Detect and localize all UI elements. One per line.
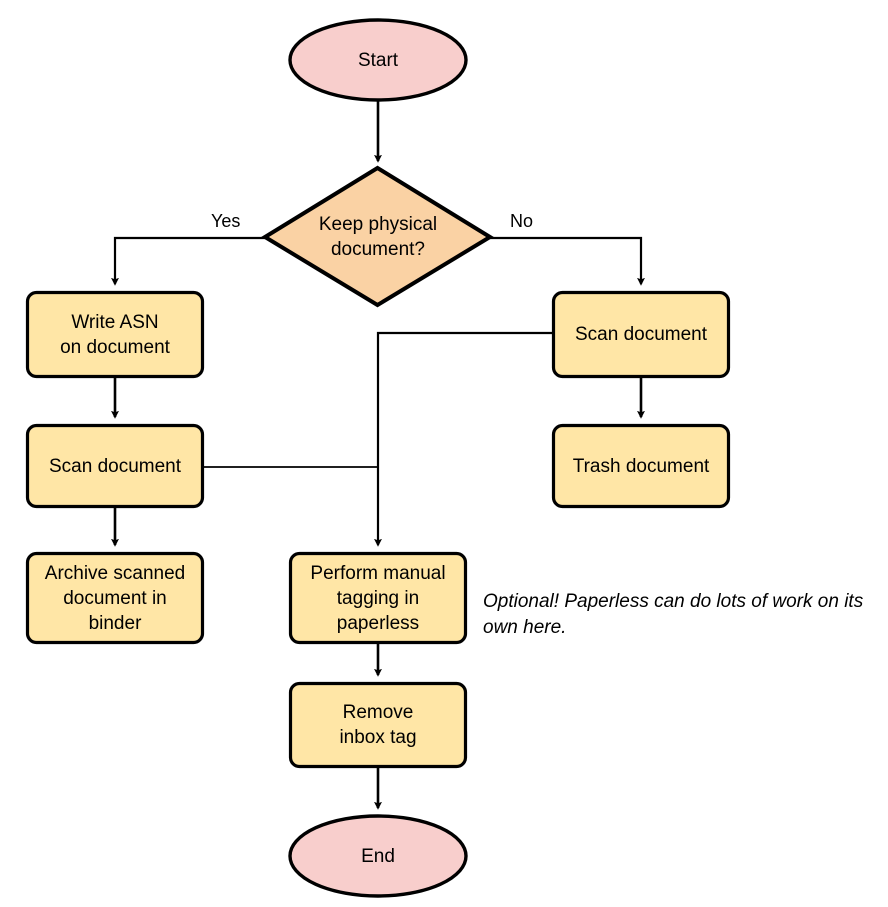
edge-scan-right-to-tagging xyxy=(374,331,552,547)
edge-label-yes: Yes xyxy=(211,211,241,231)
edge-decision-no-to-scan-right xyxy=(490,236,645,286)
node-scan-left-shape xyxy=(25,423,205,509)
node-remove-inbox-tag-shape xyxy=(288,681,468,769)
node-archive-shape xyxy=(25,551,205,645)
node-decision-shape xyxy=(261,165,494,308)
node-start-shape xyxy=(288,18,468,102)
node-scan-right-shape xyxy=(551,290,731,379)
edge-label-no: No xyxy=(510,211,534,231)
edge-decision-yes-to-write-asn xyxy=(111,236,265,286)
node-write-asn-shape xyxy=(25,290,205,379)
node-tagging-shape xyxy=(288,551,468,645)
node-trash-shape xyxy=(551,423,731,509)
optional-note: Optional! Paperless can do lots of work … xyxy=(483,591,864,638)
node-end-shape xyxy=(288,814,468,898)
